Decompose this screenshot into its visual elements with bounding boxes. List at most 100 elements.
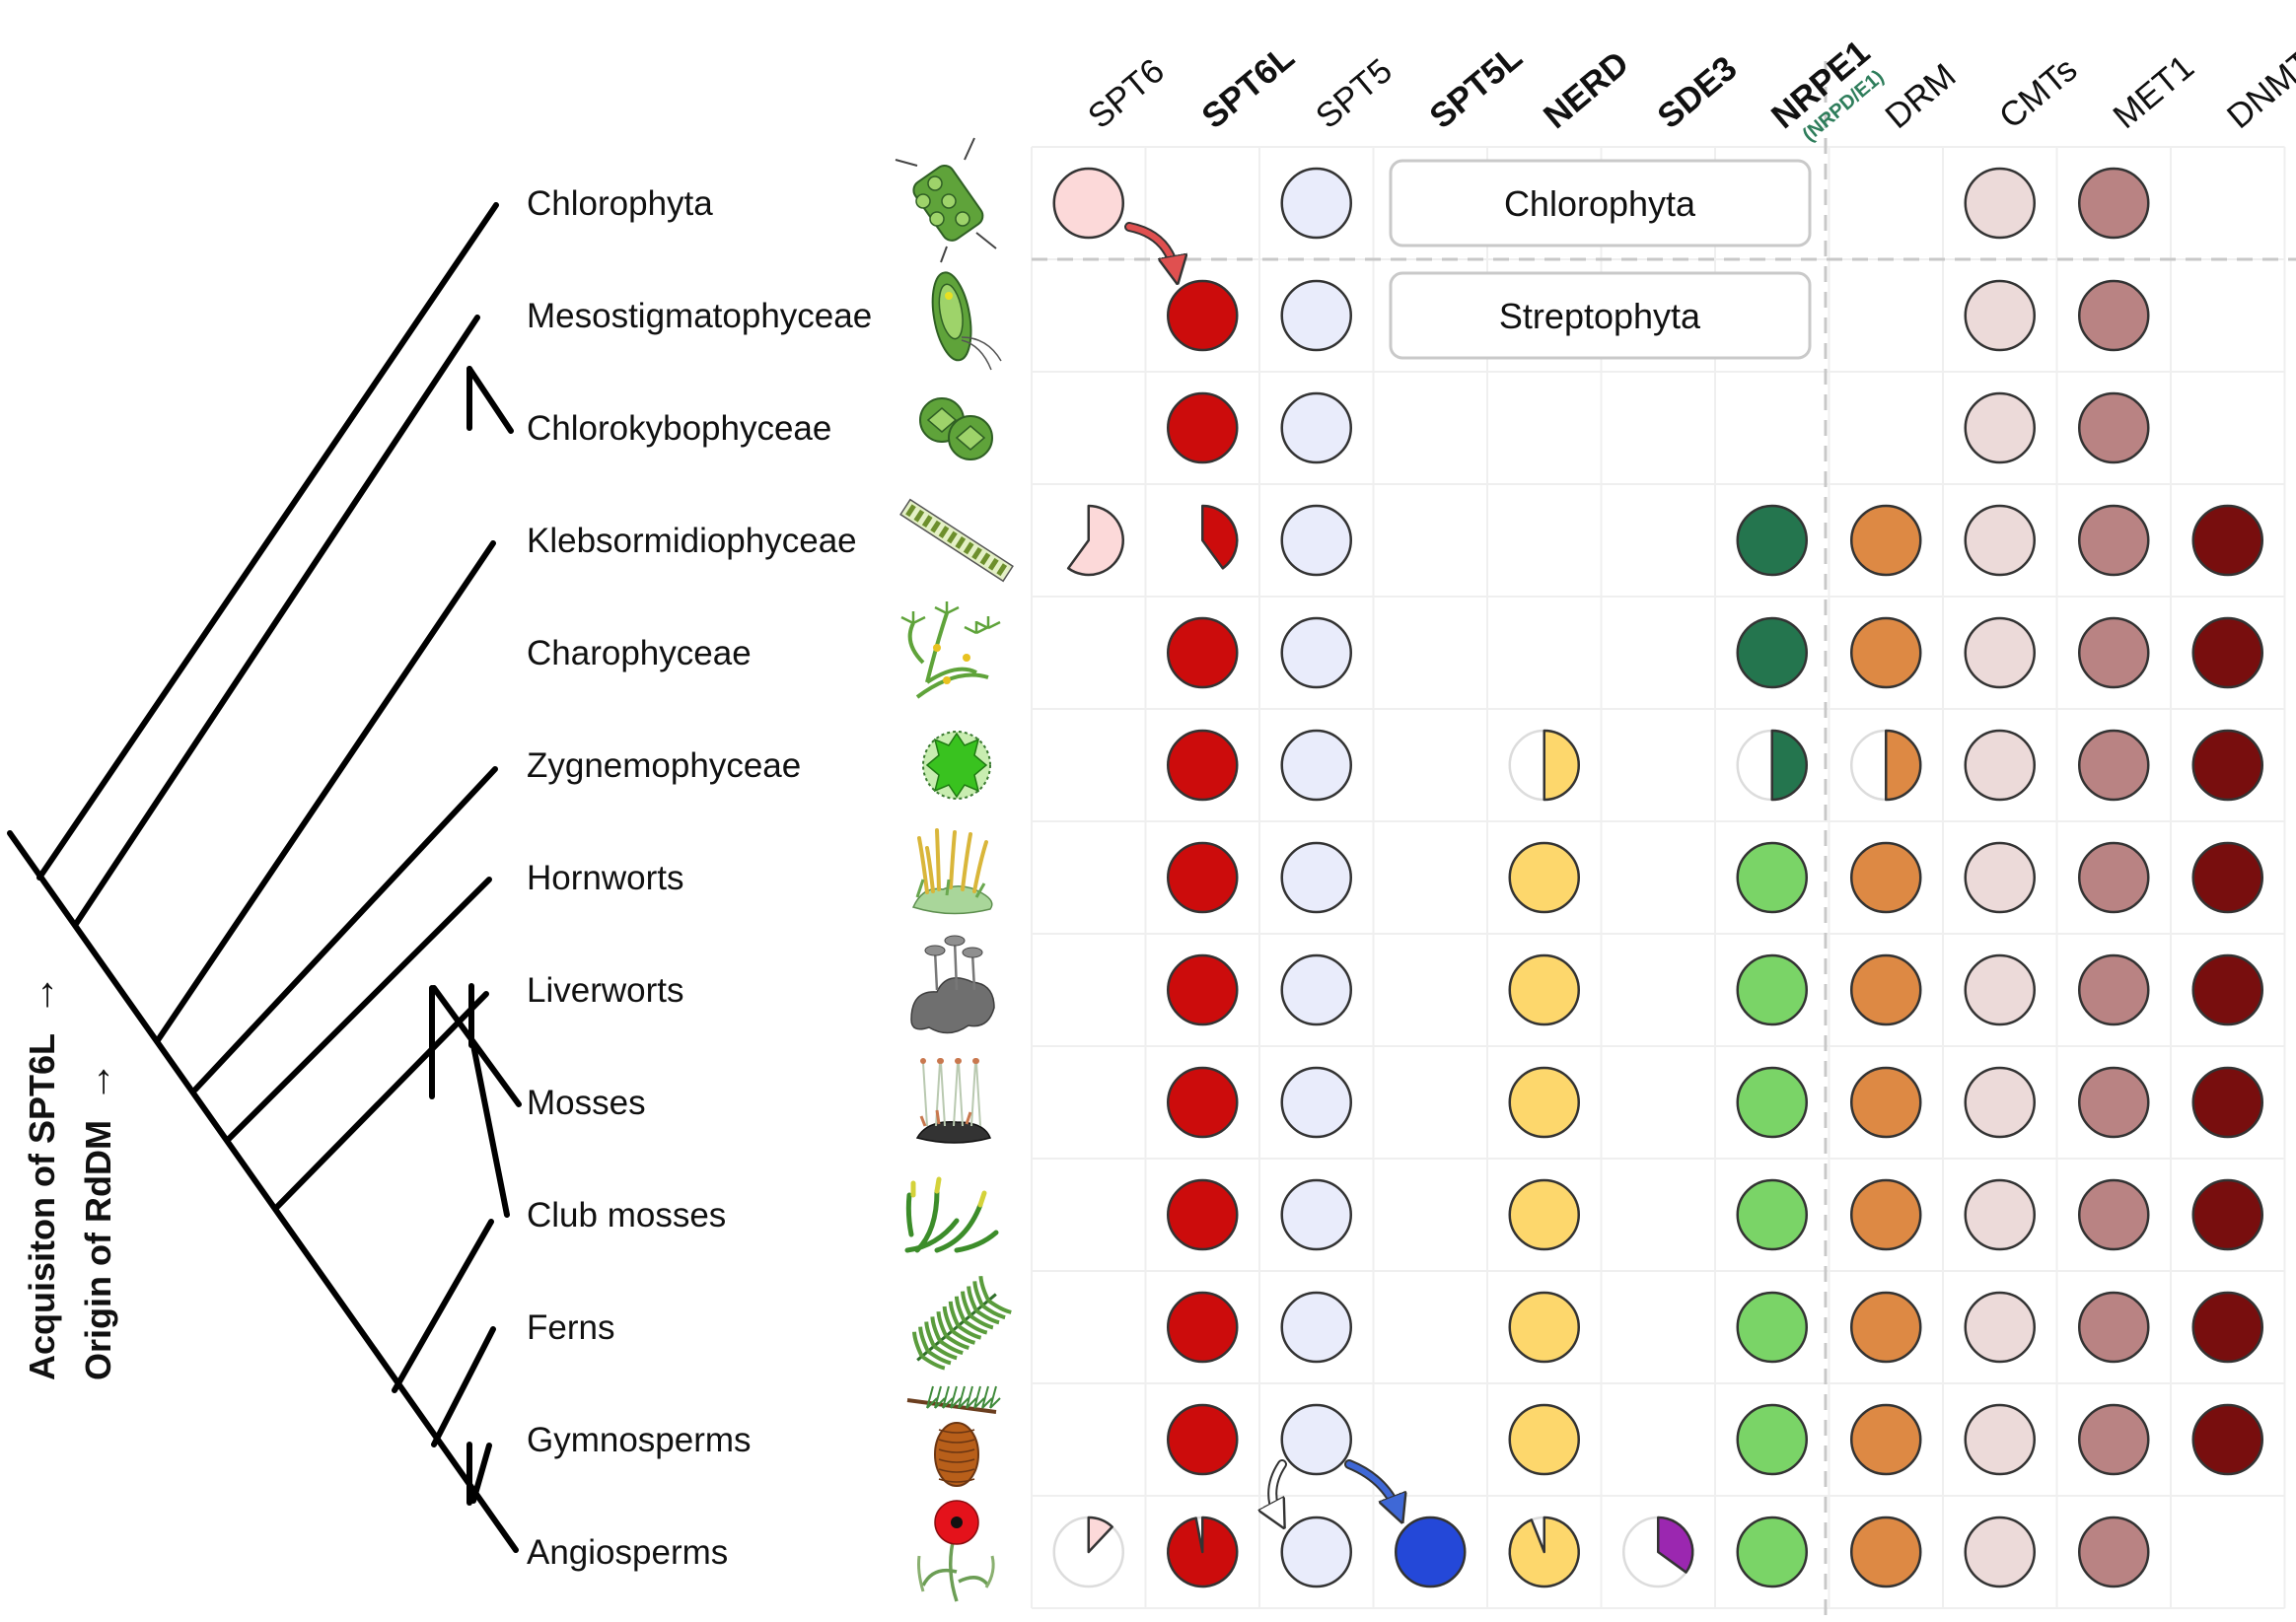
nrpe1-marker-hornworts: [1736, 841, 1808, 914]
taxon-label-klebsormidiophyceae: Klebsormidiophyceae: [527, 522, 857, 560]
sarcinoid-alga-icon: [919, 397, 993, 460]
tree-branch: [36, 202, 499, 881]
drm-marker-gymnosperms: [1850, 1403, 1922, 1476]
nrpe1-marker-zygnemophyceae: [1736, 729, 1808, 802]
spt6l-marker-chlorokybophyceae: [1167, 391, 1239, 464]
column-header-spt5l: SPT5L: [1422, 37, 1530, 136]
cmts-marker-hornworts: [1964, 841, 2036, 914]
spt6l-marker-gymnosperms: [1167, 1403, 1239, 1476]
met1-marker-ferns: [2078, 1291, 2150, 1364]
taxon-label-chlorokybophyceae: Chlorokybophyceae: [527, 409, 831, 448]
spt5-marker-chlorokybophyceae: [1280, 391, 1352, 464]
taxon-label-ferns: Ferns: [527, 1308, 614, 1347]
spt6l-marker-zygnemophyceae: [1167, 729, 1239, 802]
drm-marker-ferns: [1850, 1291, 1922, 1364]
spt5-marker-zygnemophyceae: [1280, 729, 1352, 802]
taxon-label-chlorophyta: Chlorophyta: [527, 184, 713, 223]
drm-marker-klebsormidiophyceae: [1850, 504, 1922, 577]
drm-marker-zygnemophyceae: [1850, 729, 1922, 802]
column-header-nerd: NERD: [1537, 43, 1636, 136]
organism-icons: [895, 137, 1014, 1602]
spt6l-marker-mosses: [1167, 1066, 1239, 1139]
cmts-marker-club-mosses: [1964, 1178, 2036, 1251]
column-header-label: CMTs: [1992, 50, 2085, 136]
spt6-marker-angiosperms: [1052, 1516, 1124, 1588]
met1-marker-gymnosperms: [2078, 1403, 2150, 1476]
column-header-label: SPT6L: [1194, 37, 1302, 136]
column-header-met1: MET1: [2106, 47, 2201, 136]
region-label: Streptophyta: [1499, 296, 1701, 336]
dnmt3-marker-charophyceae: [2191, 616, 2263, 689]
spt5-to-spt5l-arrow: [1346, 1461, 1399, 1513]
spt5-marker-gymnosperms: [1280, 1403, 1352, 1476]
cmts-marker-chlorophyta: [1964, 167, 2036, 240]
spt6l-marker-ferns: [1167, 1291, 1239, 1364]
pine-cone-icon: [906, 1385, 1001, 1487]
spt5-marker-hornworts: [1280, 841, 1352, 914]
spt5-marker-mosses: [1280, 1066, 1352, 1139]
taxon-labels: ChlorophytaMesostigmatophyceaeChlorokybo…: [527, 184, 872, 1572]
column-header-cmts: CMTs: [1992, 50, 2085, 136]
drm-marker-club-mosses: [1850, 1178, 1922, 1251]
met1-marker-mesostigmatophyceae: [2078, 279, 2150, 352]
transfer-arrows: [1124, 222, 1399, 1518]
met1-marker-liverworts: [2078, 953, 2150, 1026]
chara-icon: [900, 601, 1001, 699]
acquisition-of-spt6l-annotation-text: Acquisiton of SPT6L: [22, 1033, 62, 1380]
nrpe1-marker-gymnosperms: [1736, 1403, 1808, 1476]
presence-markers: [1052, 167, 2263, 1588]
spt6l-marker-hornworts: [1167, 841, 1239, 914]
region-box-streptophyta: Streptophyta: [1389, 271, 1812, 360]
spt5-marker-klebsormidiophyceae: [1280, 504, 1352, 577]
column-header-spt6l: SPT6L: [1194, 37, 1302, 136]
taxon-label-angiosperms: Angiosperms: [527, 1533, 728, 1572]
nerd-marker-mosses: [1508, 1066, 1580, 1139]
nrpe1-marker-liverworts: [1736, 953, 1808, 1026]
nrpe1-marker-ferns: [1736, 1291, 1808, 1364]
taxon-label-zygnemophyceae: Zygnemophyceae: [527, 746, 801, 785]
liverwort-icon: [910, 935, 995, 1034]
taxon-label-charophyceae: Charophyceae: [527, 634, 752, 672]
tree-branch: [392, 1219, 494, 1393]
club-moss-icon: [904, 1176, 999, 1253]
hornwort-icon: [911, 828, 993, 915]
cmts-marker-zygnemophyceae: [1964, 729, 2036, 802]
annotation-arrow: →: [73, 1061, 119, 1102]
met1-marker-zygnemophyceae: [2078, 729, 2150, 802]
column-header-drm: DRM: [1878, 56, 1963, 136]
filament-alga-icon: [899, 498, 1014, 583]
dnmt3-marker-hornworts: [2191, 841, 2263, 914]
origin-of-rddm-annotation-text: Origin of RdDM: [78, 1120, 118, 1380]
dnmt3-marker-klebsormidiophyceae: [2191, 504, 2263, 577]
tree-branch: [155, 540, 496, 1043]
acquisition-of-spt6l-annotation: Acquisiton of SPT6L→: [17, 974, 63, 1380]
dnmt3-marker-zygnemophyceae: [2191, 729, 2263, 802]
spt5-marker-mesostigmatophyceae: [1280, 279, 1352, 352]
column-header-nrpe1: NRPE1(NRPD/E1): [1764, 33, 1889, 146]
dnmt3-marker-mosses: [2191, 1066, 2263, 1139]
column-header-label: MET1: [2106, 47, 2201, 136]
tree-branch: [226, 877, 492, 1142]
cmts-marker-charophyceae: [1964, 616, 2036, 689]
met1-marker-chlorokybophyceae: [2078, 391, 2150, 464]
taxon-label-hornworts: Hornworts: [527, 859, 683, 897]
tree-branch: [273, 991, 489, 1211]
column-header-sde3: SDE3: [1650, 48, 1744, 136]
spt6-marker-klebsormidiophyceae: [1066, 504, 1124, 577]
met1-marker-club-mosses: [2078, 1178, 2150, 1251]
met1-marker-hornworts: [2078, 841, 2150, 914]
nrpe1-marker-klebsormidiophyceae: [1736, 504, 1808, 577]
met1-marker-charophyceae: [2078, 616, 2150, 689]
drm-marker-charophyceae: [1850, 616, 1922, 689]
column-header-spt6: SPT6: [1081, 51, 1172, 136]
dnmt3-marker-gymnosperms: [2191, 1403, 2263, 1476]
spt5-marker-club-mosses: [1280, 1178, 1352, 1251]
column-header-label: SPT5: [1309, 51, 1399, 136]
cmts-marker-angiosperms: [1964, 1516, 2036, 1588]
nerd-marker-angiosperms: [1508, 1516, 1580, 1588]
spt5-marker-ferns: [1280, 1291, 1352, 1364]
spt6-to-spt6l-arrow: [1126, 224, 1176, 273]
taxon-label-liverworts: Liverworts: [527, 971, 683, 1010]
